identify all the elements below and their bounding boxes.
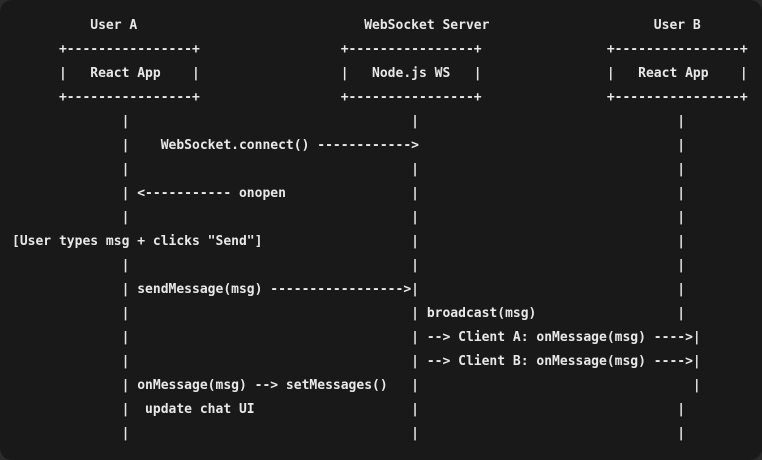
ascii-sequence-diagram: User A WebSocket Server User B +--------… — [12, 18, 748, 441]
